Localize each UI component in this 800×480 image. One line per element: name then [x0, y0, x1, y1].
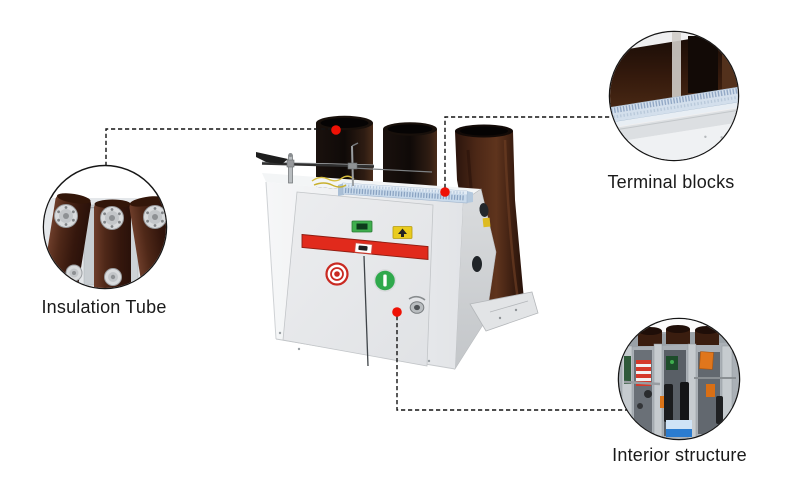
door-lock [408, 295, 426, 314]
warning-label [392, 226, 413, 239]
cabinet-door-panel [282, 191, 434, 367]
operating-arm [256, 142, 433, 187]
pole-foot-bracket [469, 291, 539, 332]
callout-dot-terminal-blocks [440, 187, 450, 197]
front-panel [301, 220, 429, 367]
wires [311, 175, 355, 188]
off-button-red [325, 262, 349, 286]
inset-insulation-tube [42, 164, 168, 290]
callout-dot-insulation-tube [331, 125, 341, 135]
side-warning-label [482, 217, 491, 228]
callout-lines [105, 116, 627, 411]
vacuum-pole-middle [383, 122, 437, 196]
flange-discs [54, 204, 166, 286]
inset-terminal-blocks [608, 30, 740, 162]
callout-dots [331, 125, 450, 317]
on-button-green [373, 269, 397, 292]
vacuum-pole-left [316, 115, 373, 195]
green-indicator [351, 220, 373, 233]
inset-interior-structure [617, 317, 741, 441]
door-seam [363, 255, 369, 367]
callout-line-interior-structure [396, 316, 627, 411]
breaker-illustration [256, 115, 539, 371]
terminal-blocks-label: Terminal blocks [607, 172, 735, 192]
interior-structure-label: Interior structure [612, 445, 747, 465]
blue-label [666, 420, 692, 437]
red-stripe [301, 234, 429, 260]
cabinet-right-face [454, 188, 497, 371]
striped-block [636, 360, 651, 386]
inset-pole-tops [638, 325, 719, 346]
terminal-strip [338, 182, 473, 204]
insulation-tube-label: Insulation Tube [41, 297, 167, 317]
callout-dot-interior-structure [392, 307, 402, 317]
callout-line-insulation-tube [105, 128, 332, 166]
callout-line-terminal-blocks [444, 116, 612, 188]
